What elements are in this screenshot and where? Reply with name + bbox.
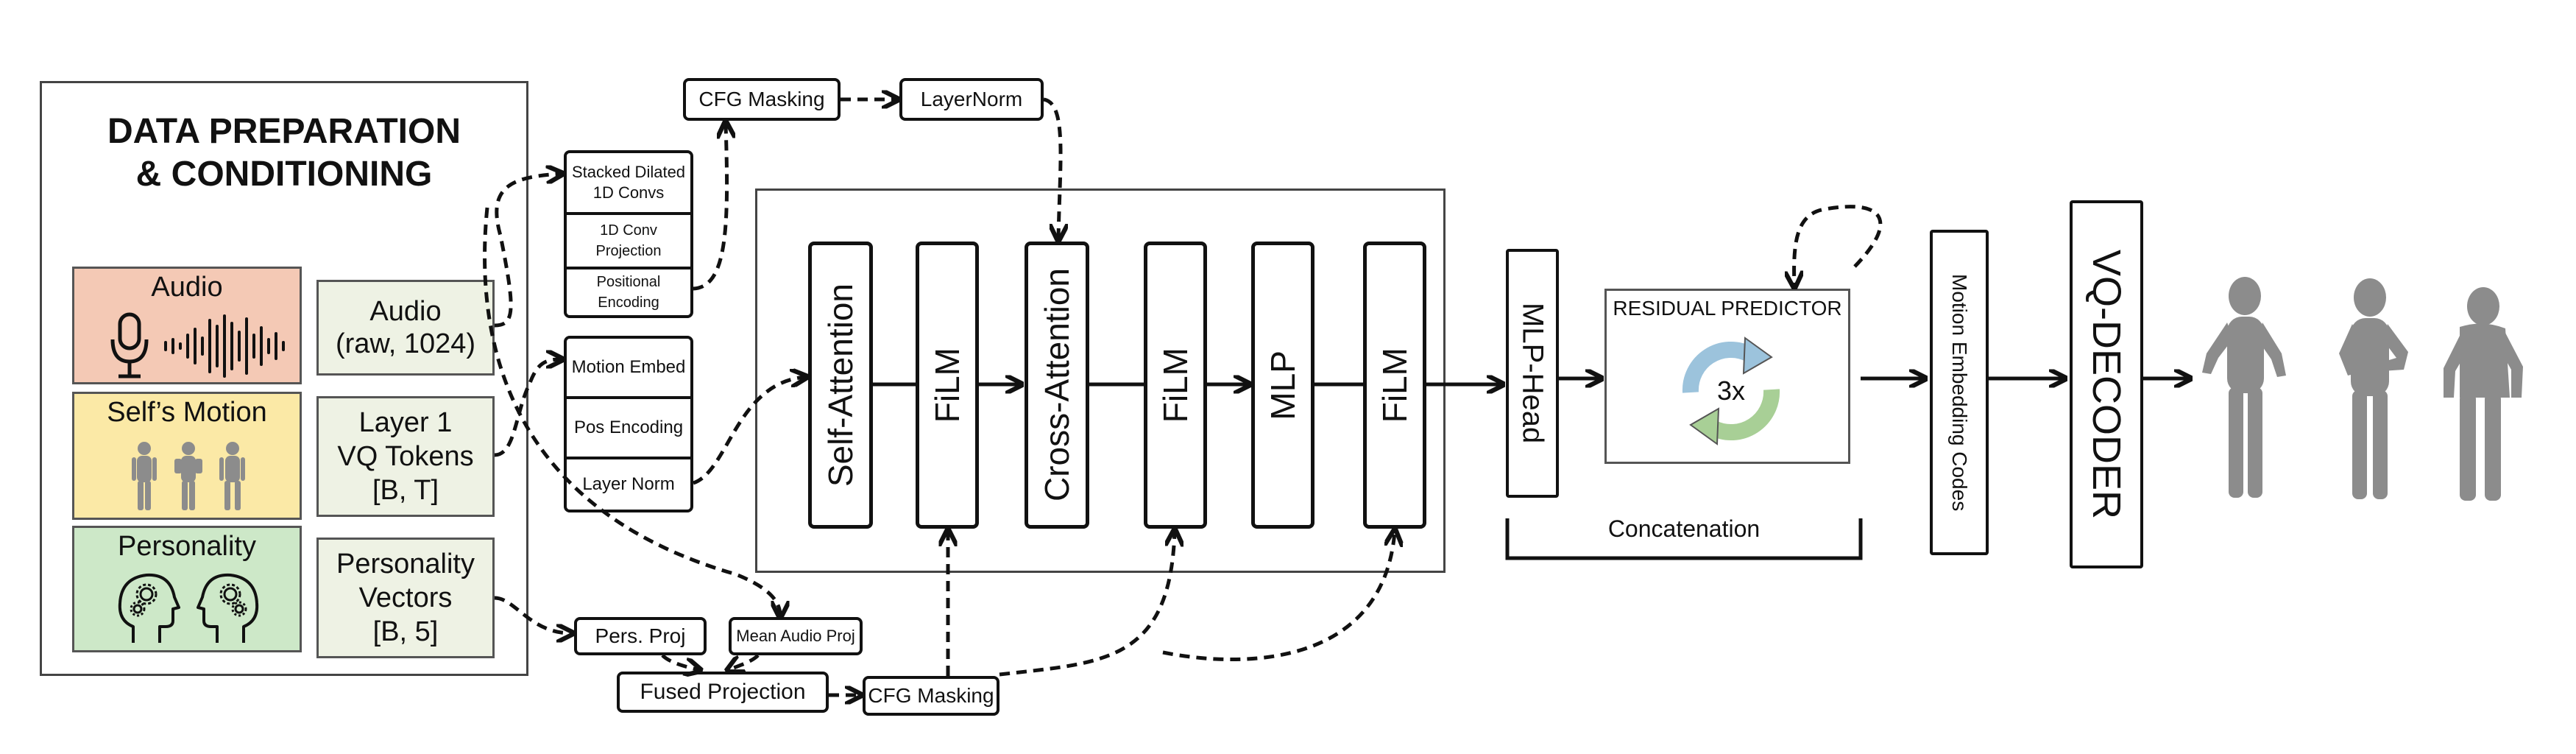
film-block-2: FiLM [1144, 242, 1207, 529]
arrow-motion-to-self-attn [693, 377, 805, 485]
arrow-cfg-to-film2 [999, 532, 1175, 677]
arrow-vq-to-motion-encoder [494, 359, 561, 457]
arrow-audio-to-mean-proj [483, 207, 780, 616]
mlp-head-label: MLP-Head [1516, 303, 1549, 444]
mlp-block: MLP [1251, 242, 1314, 529]
vq-decoder-label: VQ-DECODER [2084, 249, 2129, 520]
audio-input-box: Audio (raw, 1024) [316, 280, 495, 376]
head-gears-icon [118, 573, 259, 643]
arrow-pers-proj-to-fused [661, 654, 699, 670]
cfg-masking-bottom: CFG Masking [863, 676, 999, 716]
motion-embed: Motion Embed [567, 339, 690, 399]
personality-vectors-line3: [B, 5] [372, 616, 439, 647]
vq-tokens-line1: Layer 1 [358, 407, 453, 438]
conv-projection: 1D Conv Projection [567, 215, 690, 269]
concatenation-bracket [1505, 518, 1863, 560]
film-block-1: FiLM [916, 242, 979, 529]
mean-audio-proj-box: Mean Audio Proj [729, 617, 863, 655]
human-pose-icon [2202, 277, 2523, 501]
motion-codes-block: Motion Embedding Codes [1930, 230, 1989, 555]
self-motion-category: Self’s Motion [72, 392, 302, 520]
residual-predictor-box: RESIDUAL PREDICTOR 3x [1604, 289, 1850, 464]
data-prep-title: DATA PREPARATION & CONDITIONING [40, 110, 528, 196]
concatenation-label: Concatenation [1607, 515, 1761, 542]
self-attention-block: Self-Attention [808, 242, 873, 529]
microphone-icon [110, 312, 149, 378]
vq-tokens-line2: VQ Tokens [337, 441, 474, 472]
arrow-cfg-to-film3 [1162, 532, 1395, 662]
vq-tokens-box: Layer 1 VQ Tokens [B, T] [316, 396, 495, 517]
film-block-3: FiLM [1363, 242, 1426, 529]
arrow-mean-proj-to-fused [729, 654, 760, 670]
data-prep-title-line1: DATA PREPARATION [107, 112, 461, 151]
arrow-layernorm-to-cross-attn [1043, 97, 1061, 239]
motion-encoder-stack: Motion Embed Pos Encoding Layer Norm [564, 336, 693, 512]
audio-category-label: Audio [151, 272, 223, 303]
waveform-icon [164, 314, 285, 378]
vq-tokens-line3: [B, T] [372, 475, 439, 506]
layer-norm: Layer Norm [582, 474, 675, 494]
arrow-residual-loop [1794, 205, 1883, 286]
personality-vectors-line1: Personality [336, 549, 475, 579]
personality-category: Personality [72, 526, 302, 652]
positional-encoding: Positional Encoding [596, 274, 661, 311]
audio-category: Audio [72, 267, 302, 384]
self-motion-label: Self’s Motion [107, 397, 267, 428]
cross-attention-block: Cross-Attention [1025, 242, 1089, 529]
arrow-encoder-to-cfg [693, 124, 727, 291]
motion-codes-label: Motion Embedding Codes [1948, 273, 1971, 512]
layernorm-top: LayerNorm [899, 78, 1044, 121]
mlp-head-block: MLP-Head [1506, 249, 1559, 498]
pos-encoding: Pos Encoding [567, 399, 690, 459]
residual-predictor-title: RESIDUAL PREDICTOR [1613, 297, 1842, 320]
personality-vectors-box: Personality Vectors [B, 5] [316, 538, 495, 658]
pers-proj-box: Pers. Proj [574, 617, 707, 655]
arrow-audio-to-encoder [494, 174, 561, 328]
personality-vectors-line2: Vectors [358, 582, 453, 613]
audio-input-line1: Audio [369, 296, 442, 327]
data-prep-title-line2: & CONDITIONING [135, 155, 433, 194]
audio-input-line2: (raw, 1024) [335, 328, 476, 359]
cfg-masking-top: CFG Masking [683, 78, 841, 121]
vq-decoder-block: VQ-DECODER [2070, 200, 2143, 568]
stacked-dilated-convs: Stacked Dilated 1D Convs [567, 153, 690, 215]
personality-label: Personality [118, 531, 256, 562]
arrow-pers-to-proj [494, 596, 571, 633]
audio-encoder-stack: Stacked Dilated 1D Convs 1D Conv Project… [564, 150, 693, 318]
cycle-arrows-icon: 3x [1682, 337, 1780, 445]
human-figures-icon [132, 442, 245, 510]
cycle-count-text: 3x [1717, 376, 1745, 406]
